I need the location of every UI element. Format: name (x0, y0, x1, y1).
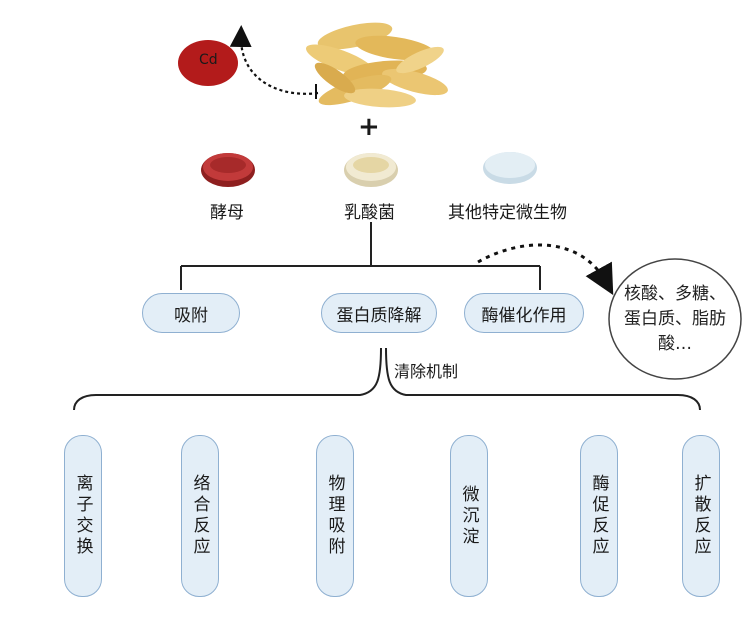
reaction-label: 离子交换 (72, 474, 93, 558)
rice-grains-image (305, 22, 448, 108)
mechanism-bracket (180, 222, 541, 290)
reaction-pill-microprecipitation: 微沉淀 (450, 435, 488, 597)
products-arrow (477, 243, 614, 296)
plus-sign: + (358, 112, 380, 142)
cd-circle (178, 40, 238, 86)
mechanism-label: 酶催化作用 (481, 305, 567, 326)
yeast-plate-image (201, 153, 255, 187)
cd-release-arrow (229, 25, 319, 95)
lactobacillus-plate-image (344, 153, 398, 187)
microbe-label-lactobacillus: 乳酸菌 (344, 203, 395, 223)
reaction-pill-diffusion-reaction: 扩散反应 (682, 435, 720, 597)
reaction-pill-ion-exchange: 离子交换 (64, 435, 102, 597)
reaction-label: 酶促反应 (588, 474, 609, 558)
mechanism-pill-adsorption: 吸附 (142, 293, 240, 333)
products-circle (608, 258, 742, 380)
mechanism-label: 吸附 (174, 305, 208, 326)
mechanism-label: 蛋白质降解 (336, 305, 422, 326)
reaction-label: 微沉淀 (458, 484, 479, 548)
reaction-pill-complexation: 络合反应 (181, 435, 219, 597)
reaction-label: 物理吸附 (324, 474, 345, 558)
clearance-bracket (73, 347, 701, 411)
reaction-pill-enzymatic-reaction: 酶促反应 (580, 435, 618, 597)
microbe-label-yeast: 酵母 (210, 203, 244, 223)
clearance-label: 清除机制 (394, 362, 459, 381)
mechanism-pill-enzyme-catalysis: 酶催化作用 (464, 293, 584, 333)
microbe-label-other: 其他特定微生物 (448, 203, 567, 223)
reaction-pill-physical-adsorption: 物理吸附 (316, 435, 354, 597)
products-text: 核酸、多糖、蛋白质、脂肪酸… (624, 283, 726, 354)
other-microbe-plate-image (483, 152, 537, 184)
reaction-label: 扩散反应 (690, 474, 711, 558)
reaction-label: 络合反应 (189, 474, 210, 558)
products-text-box: 核酸、多糖、蛋白质、脂肪酸… (608, 258, 742, 380)
mechanism-pill-protein-degradation: 蛋白质降解 (321, 293, 437, 333)
cd-label: Cd (199, 52, 218, 68)
